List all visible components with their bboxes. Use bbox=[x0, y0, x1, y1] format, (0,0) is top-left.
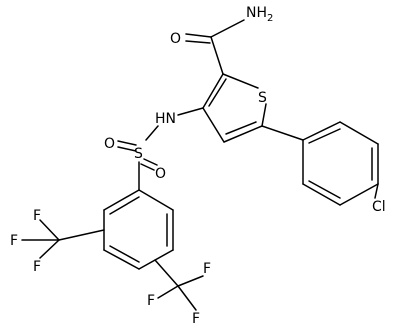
bond-p2-p3 bbox=[339, 121, 379, 145]
bond-c5-c4 bbox=[223, 125, 263, 143]
bond-ring-cf3-bottom bbox=[154, 259, 179, 287]
bond-s-o-bottom-a bbox=[143, 158, 158, 166]
atom-nh2: NH2 bbox=[246, 5, 273, 24]
bond-a1-a2 bbox=[138, 189, 174, 211]
bond-p1-p2 bbox=[302, 121, 341, 141]
bond-a6-a1 bbox=[103, 189, 140, 211]
bond-c-nh2 bbox=[210, 19, 245, 38]
bond-cf3-bottom-f5 bbox=[157, 285, 179, 299]
bond-ring-cf3-left bbox=[58, 229, 105, 241]
atom-cl: Cl bbox=[372, 199, 386, 215]
atom-f2: F bbox=[10, 233, 18, 249]
atom-s-thiophene: S bbox=[258, 90, 267, 106]
bond-nh-s bbox=[145, 125, 159, 141]
bond-a4-a5 bbox=[103, 249, 140, 270]
bonds bbox=[21, 19, 379, 311]
bond-c2-s bbox=[222, 73, 259, 89]
bond-p4-p5 bbox=[339, 183, 379, 206]
atom-nh: HN bbox=[155, 111, 176, 127]
bond-s-o-left-b bbox=[117, 146, 137, 152]
bond-s-c5 bbox=[261, 103, 267, 127]
bond-a6-a1-inner bbox=[109, 196, 140, 215]
bond-c5-phenyl bbox=[261, 125, 304, 141]
atom-f1: F bbox=[33, 208, 41, 224]
bond-carboxamide-ring bbox=[210, 36, 224, 75]
bond-p5-p6 bbox=[302, 183, 341, 206]
bond-c-o-amide-b bbox=[185, 40, 211, 44]
bond-p5-p6-inner bbox=[308, 180, 341, 199]
bond-c3-c2 bbox=[202, 73, 224, 109]
bond-p1-p2-inner bbox=[308, 128, 341, 144]
bond-p4-cl bbox=[374, 183, 379, 199]
bond-cf3-bottom-f4 bbox=[177, 275, 204, 287]
atom-f5: F bbox=[147, 293, 155, 309]
bond-s-o-bottom-b bbox=[140, 163, 155, 171]
bond-s-o-left-a bbox=[117, 140, 137, 146]
bond-c4-c3 bbox=[202, 107, 225, 143]
bond-c3-c2-inner bbox=[208, 78, 227, 107]
bond-a3-a4 bbox=[138, 249, 174, 270]
atom-o-sulfonyl-left: O bbox=[104, 136, 115, 152]
bond-c5-c4-inner bbox=[225, 121, 257, 135]
atom-s-sulfonyl: S bbox=[134, 146, 143, 162]
atom-labels: NH2 O S HN S O O Cl F F F F F F bbox=[10, 5, 386, 327]
atom-f4: F bbox=[203, 261, 211, 277]
bond-cf3-left-f1 bbox=[39, 219, 60, 241]
bond-cf3-bottom-f6 bbox=[177, 285, 197, 311]
atom-o-sulfonyl-bottom: O bbox=[155, 166, 166, 182]
atom-f6: F bbox=[192, 311, 200, 327]
bond-c-o-amide-a bbox=[185, 33, 212, 38]
bond-c3-nh bbox=[177, 107, 204, 116]
atom-o-amide: O bbox=[170, 31, 181, 47]
bond-cf3-left-f3 bbox=[39, 239, 60, 259]
bond-a4-a5-inner bbox=[109, 245, 140, 263]
atom-f3: F bbox=[33, 259, 41, 275]
